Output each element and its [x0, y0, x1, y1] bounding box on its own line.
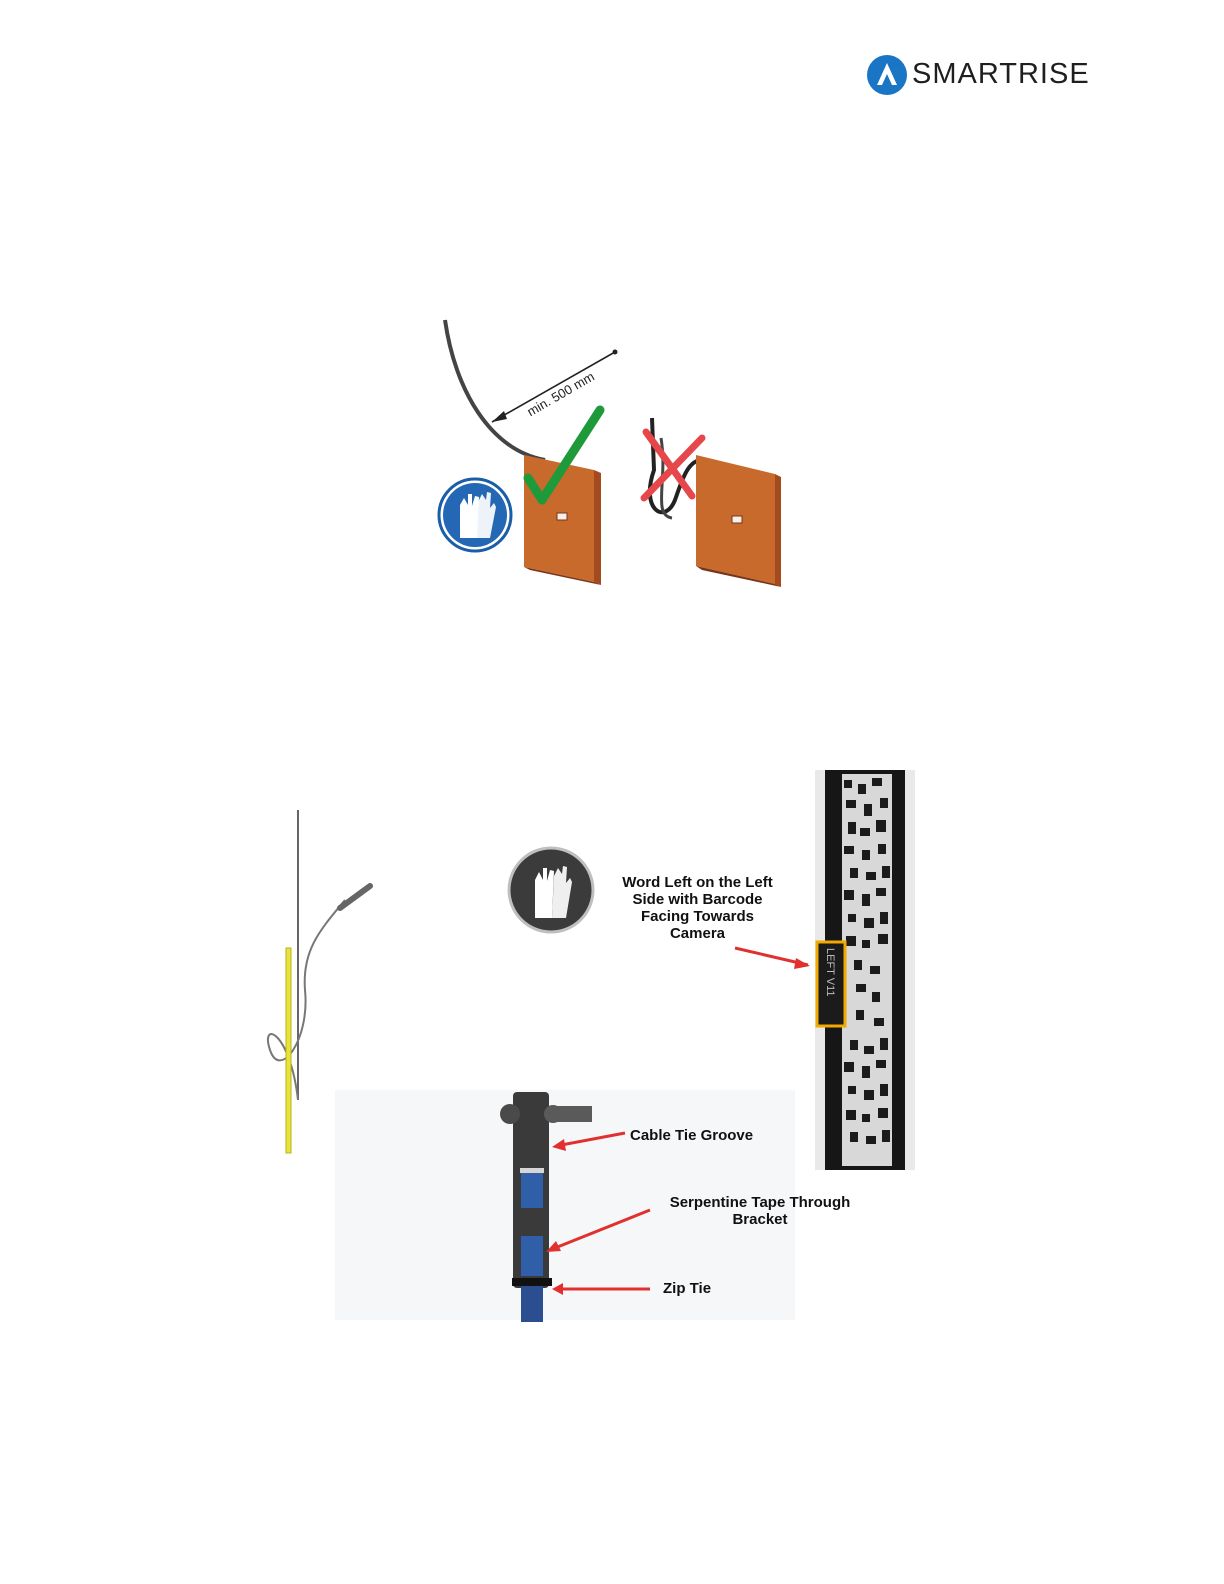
callout-serpentine-tape: Serpentine Tape Through Bracket	[655, 1194, 865, 1228]
logo-text: SMARTRISE	[912, 58, 1090, 91]
smartrise-logo: SMARTRISE	[866, 52, 1076, 98]
barcode-tape: LEFT V11	[815, 770, 915, 1170]
gloves-icon	[509, 848, 593, 932]
callout-cable-tie-groove: Cable Tie Groove	[630, 1127, 790, 1144]
bracket-installation-figure: LEFT V11 Word Left on the	[250, 770, 930, 1330]
smartrise-logo-icon	[866, 54, 908, 96]
tape-bend-figure: min. 500 mm	[420, 310, 820, 600]
callout-zip-tie: Zip Tie	[663, 1280, 743, 1297]
incorrect-plate	[696, 455, 781, 587]
tape-label: LEFT V11	[824, 948, 836, 997]
gloves-icon	[439, 479, 511, 551]
callout-word-left: Word Left on the Left Side with Barcode …	[605, 874, 790, 942]
dimension-label: min. 500 mm	[524, 369, 597, 420]
